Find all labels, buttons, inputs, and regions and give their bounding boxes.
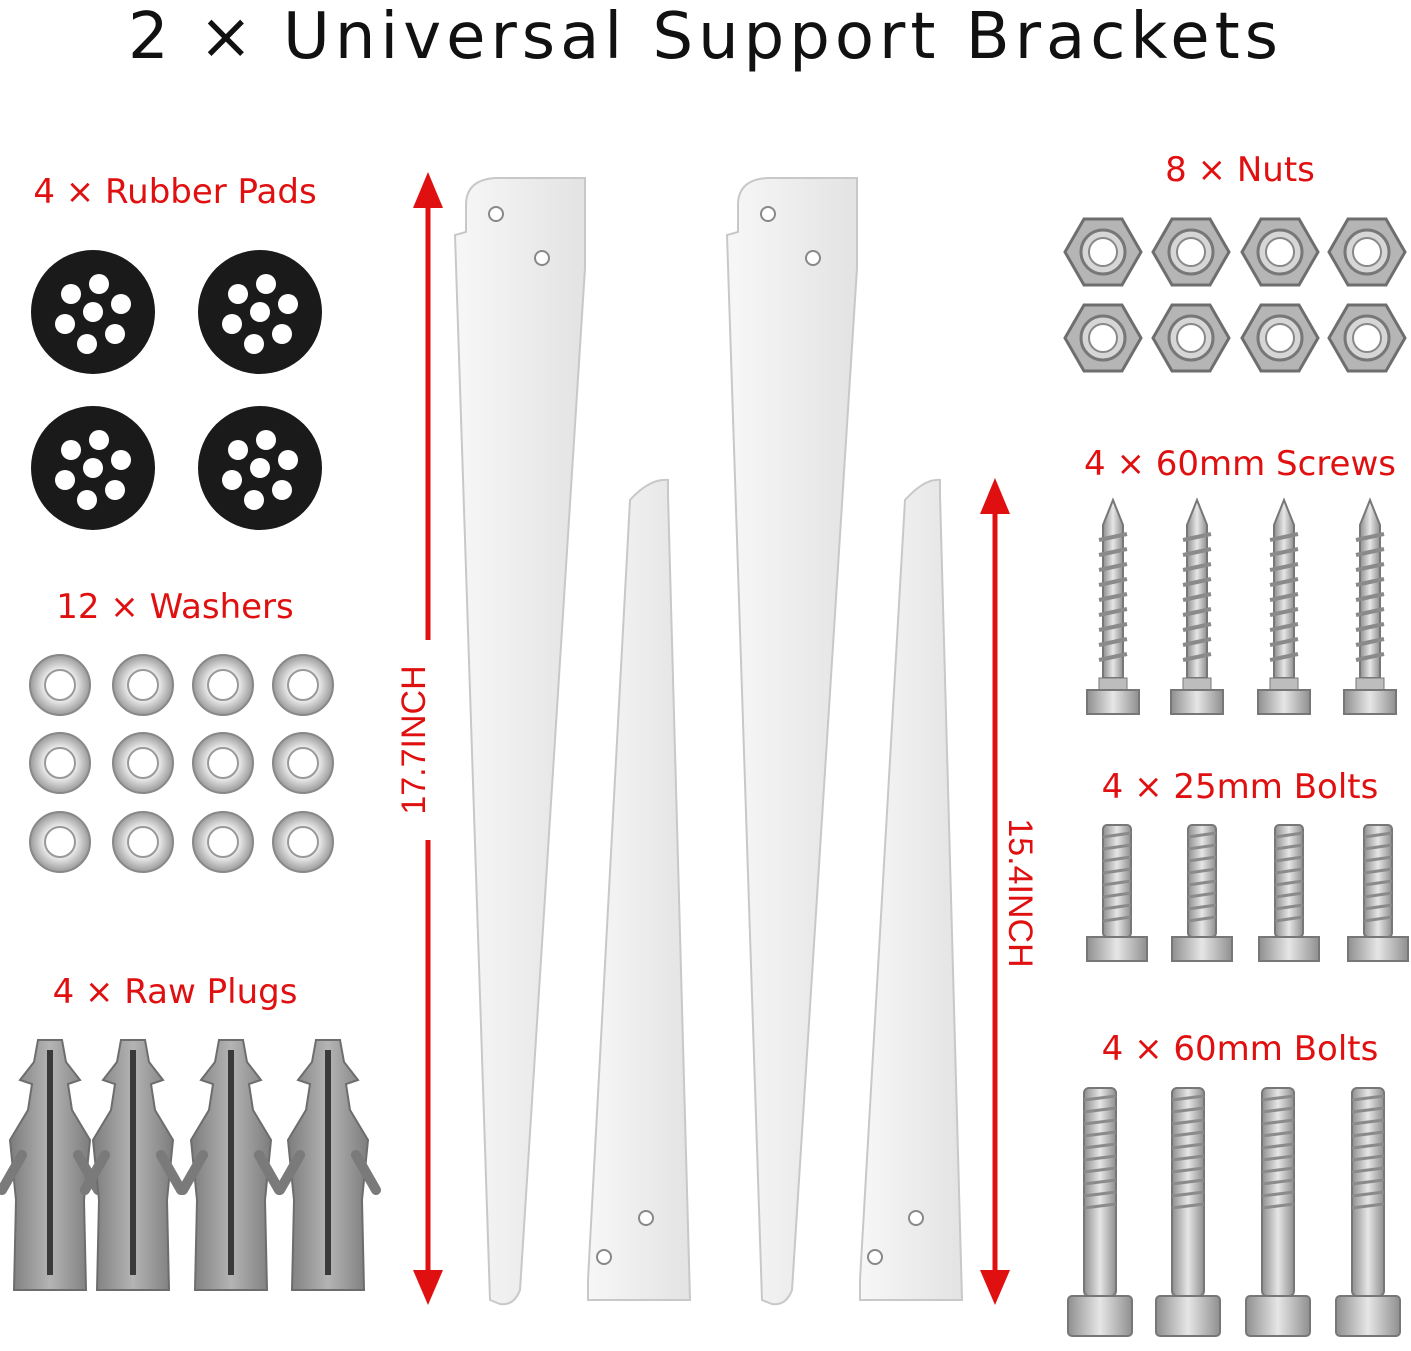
arrow-down-icon <box>413 1270 443 1305</box>
label-rubber-pads: 4 × Rubber Pads <box>33 172 317 212</box>
dimension-long: 17.7INCH <box>394 172 443 1305</box>
rubber-pads-group <box>31 250 322 530</box>
washer <box>272 732 334 794</box>
washer <box>192 732 254 794</box>
nut <box>1327 303 1407 373</box>
screw <box>1343 497 1397 715</box>
screws-group <box>1086 497 1397 715</box>
bolt-60mm <box>1245 1087 1311 1337</box>
screw <box>1086 497 1140 715</box>
arrow-up-icon <box>413 172 443 208</box>
raw-plug <box>178 1039 284 1291</box>
rubber-pad <box>198 250 322 374</box>
screw <box>1170 497 1224 715</box>
washer <box>272 811 334 873</box>
washer <box>192 654 254 716</box>
washer <box>112 654 174 716</box>
rubber-pad <box>198 406 322 530</box>
raw-plug <box>80 1039 186 1291</box>
dimension-short: 15.4INCH <box>980 478 1040 1305</box>
raw-plugs-group <box>0 1039 381 1291</box>
washer <box>112 811 174 873</box>
bolt-60mm <box>1155 1087 1221 1337</box>
washer <box>272 654 334 716</box>
nut <box>1063 303 1143 373</box>
bolt-60mm <box>1335 1087 1401 1337</box>
bolt-25mm <box>1258 824 1320 962</box>
dimension-long-text: 17.7INCH <box>395 665 433 814</box>
bolt-25mm <box>1171 824 1233 962</box>
nut <box>1327 217 1407 287</box>
washer <box>29 732 91 794</box>
nut <box>1151 217 1231 287</box>
arrow-down-icon <box>980 1270 1010 1305</box>
label-bolts-60mm: 4 × 60mm Bolts <box>1101 1029 1379 1069</box>
washer <box>29 654 91 716</box>
bolts-25mm-group <box>1086 824 1409 962</box>
nut <box>1151 303 1231 373</box>
page-title: 2 × Universal Support Brackets <box>127 0 1284 74</box>
short-bracket <box>859 478 964 1301</box>
label-bolts-25mm: 4 × 25mm Bolts <box>1101 767 1379 807</box>
nut <box>1240 217 1320 287</box>
raw-plug <box>0 1039 103 1291</box>
long-bracket <box>725 177 858 1306</box>
short-bracket <box>587 478 692 1301</box>
washer <box>112 732 174 794</box>
long-bracket <box>453 177 586 1306</box>
label-washers: 12 × Washers <box>56 587 294 627</box>
bolt-25mm <box>1347 824 1409 962</box>
washer <box>192 811 254 873</box>
arrow-up-icon <box>980 478 1010 514</box>
bolts-60mm-group <box>1067 1087 1401 1337</box>
washer <box>29 811 91 873</box>
label-nuts: 8 × Nuts <box>1165 150 1315 190</box>
rubber-pad <box>31 406 155 530</box>
washers-group <box>29 654 334 873</box>
rubber-pad <box>31 250 155 374</box>
raw-plug <box>275 1039 381 1291</box>
label-raw-plugs: 4 × Raw Plugs <box>52 972 298 1012</box>
label-screws-60mm: 4 × 60mm Screws <box>1084 444 1396 484</box>
screw <box>1257 497 1311 715</box>
bolt-60mm <box>1067 1087 1133 1337</box>
dimension-short-text: 15.4INCH <box>1001 818 1039 967</box>
nut <box>1240 303 1320 373</box>
nuts-group <box>1063 217 1407 373</box>
nut <box>1063 217 1143 287</box>
bolt-25mm <box>1086 824 1148 962</box>
